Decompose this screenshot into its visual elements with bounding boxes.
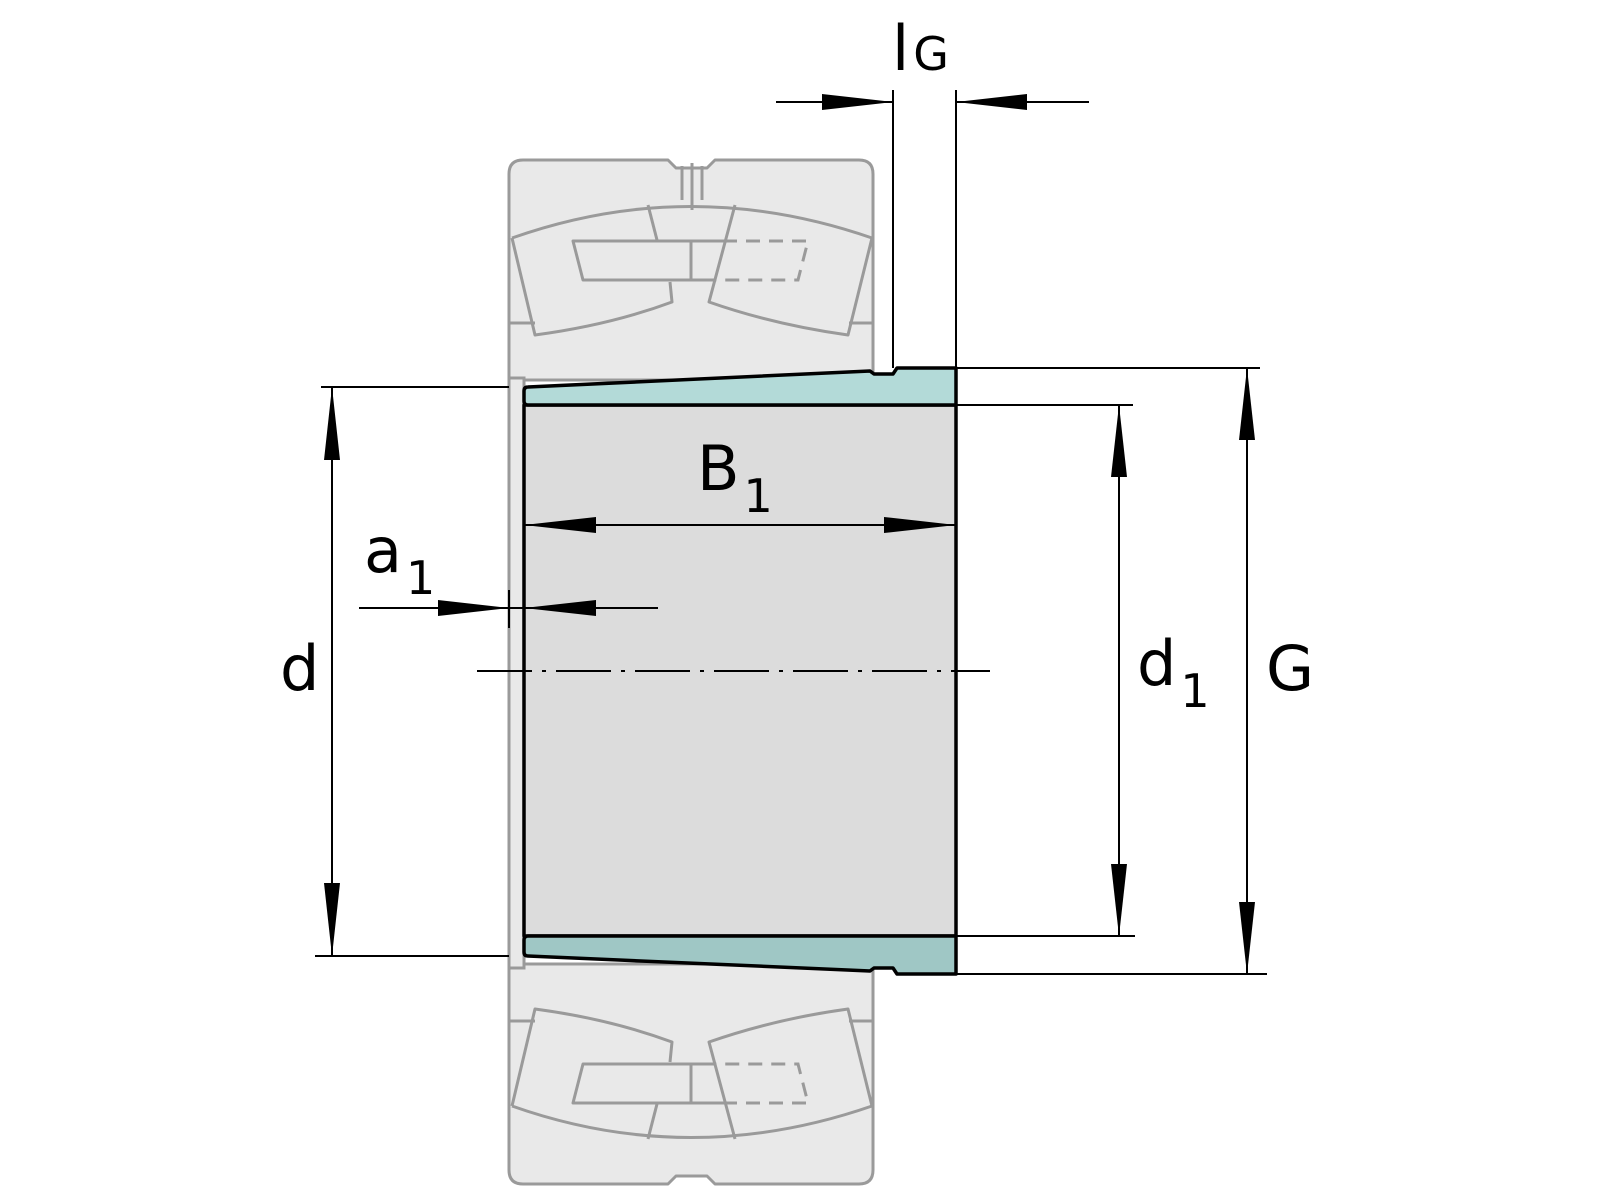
bearing-upper-half — [507, 158, 875, 382]
label-G: G — [1266, 632, 1314, 705]
label-d1: d1 — [1137, 627, 1210, 718]
dimension-d: d — [280, 386, 509, 957]
bearing-bore-strip — [507, 376, 526, 970]
label-d: d — [280, 632, 319, 705]
dimension-d1: d1 — [956, 404, 1210, 937]
lubrication-hole — [680, 163, 704, 210]
dimension-a1: a1 — [359, 514, 658, 628]
dimension-B1: B1 — [524, 432, 956, 533]
bearing-lower-half — [507, 962, 875, 1186]
label-a1: a1 — [364, 514, 435, 605]
dimension-G: G — [956, 367, 1314, 975]
sleeve-taper-top — [522, 366, 958, 407]
dimension-lG: lG — [776, 12, 1089, 368]
sleeve-taper-bottom — [522, 934, 958, 976]
label-lG: lG — [892, 12, 949, 85]
label-B1: B1 — [697, 432, 773, 523]
